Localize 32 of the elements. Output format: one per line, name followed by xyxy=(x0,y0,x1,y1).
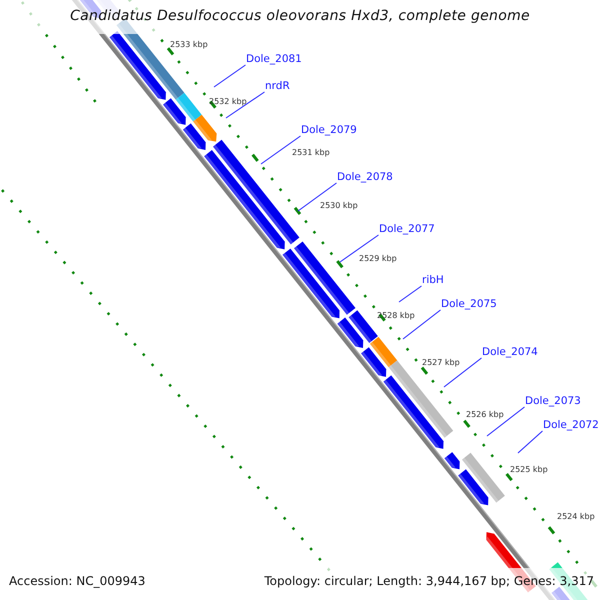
scale-tick-label: 2526 kbp xyxy=(466,409,504,420)
leader-line xyxy=(402,310,441,340)
accession-text: Accession: NC_009943 xyxy=(9,574,146,589)
gene-label: Dole_2081 xyxy=(246,53,302,66)
scale-tick-label: 2533 kbp xyxy=(170,39,208,50)
map-title: Candidatus Desulfococcus oleovorans Hxd3, complete genome xyxy=(70,8,530,24)
leader-line xyxy=(260,136,301,164)
gene-label: nrdR xyxy=(265,80,290,93)
scale-tick-label: 2527 kbp xyxy=(422,357,460,368)
gene-label: Dole_2077 xyxy=(379,223,435,236)
leader-line xyxy=(486,406,525,436)
gene-label: Dole_2072 xyxy=(543,419,599,432)
leader-line xyxy=(226,92,265,118)
scale-tick-label: 2532 kbp xyxy=(209,96,247,107)
genome-summary-text: Topology: circular; Length: 3,944,167 bp; Genes: 3,317 xyxy=(264,574,594,589)
gene-label: ribH xyxy=(422,274,444,287)
gene-label: Dole_2073 xyxy=(525,395,581,408)
gene-label: Dole_2074 xyxy=(482,346,538,359)
scale-tick-label: 2531 kbp xyxy=(292,147,330,158)
scale-tick-label: 2530 kbp xyxy=(320,200,358,211)
leader-line xyxy=(340,234,379,262)
scale-tick-label: 2524 kbp xyxy=(557,511,595,522)
scale-tick-label: 2525 kbp xyxy=(510,464,548,475)
gene-label: Dole_2079 xyxy=(301,124,357,137)
gene-label: Dole_2078 xyxy=(337,171,393,184)
gene-label: Dole_2075 xyxy=(441,298,497,311)
leader-line xyxy=(298,182,337,212)
leader-line xyxy=(444,358,482,388)
scale-tick-label: 2529 kbp xyxy=(359,253,397,264)
leader-line xyxy=(398,286,422,302)
leader-line xyxy=(518,430,543,454)
leader-line xyxy=(214,64,246,88)
